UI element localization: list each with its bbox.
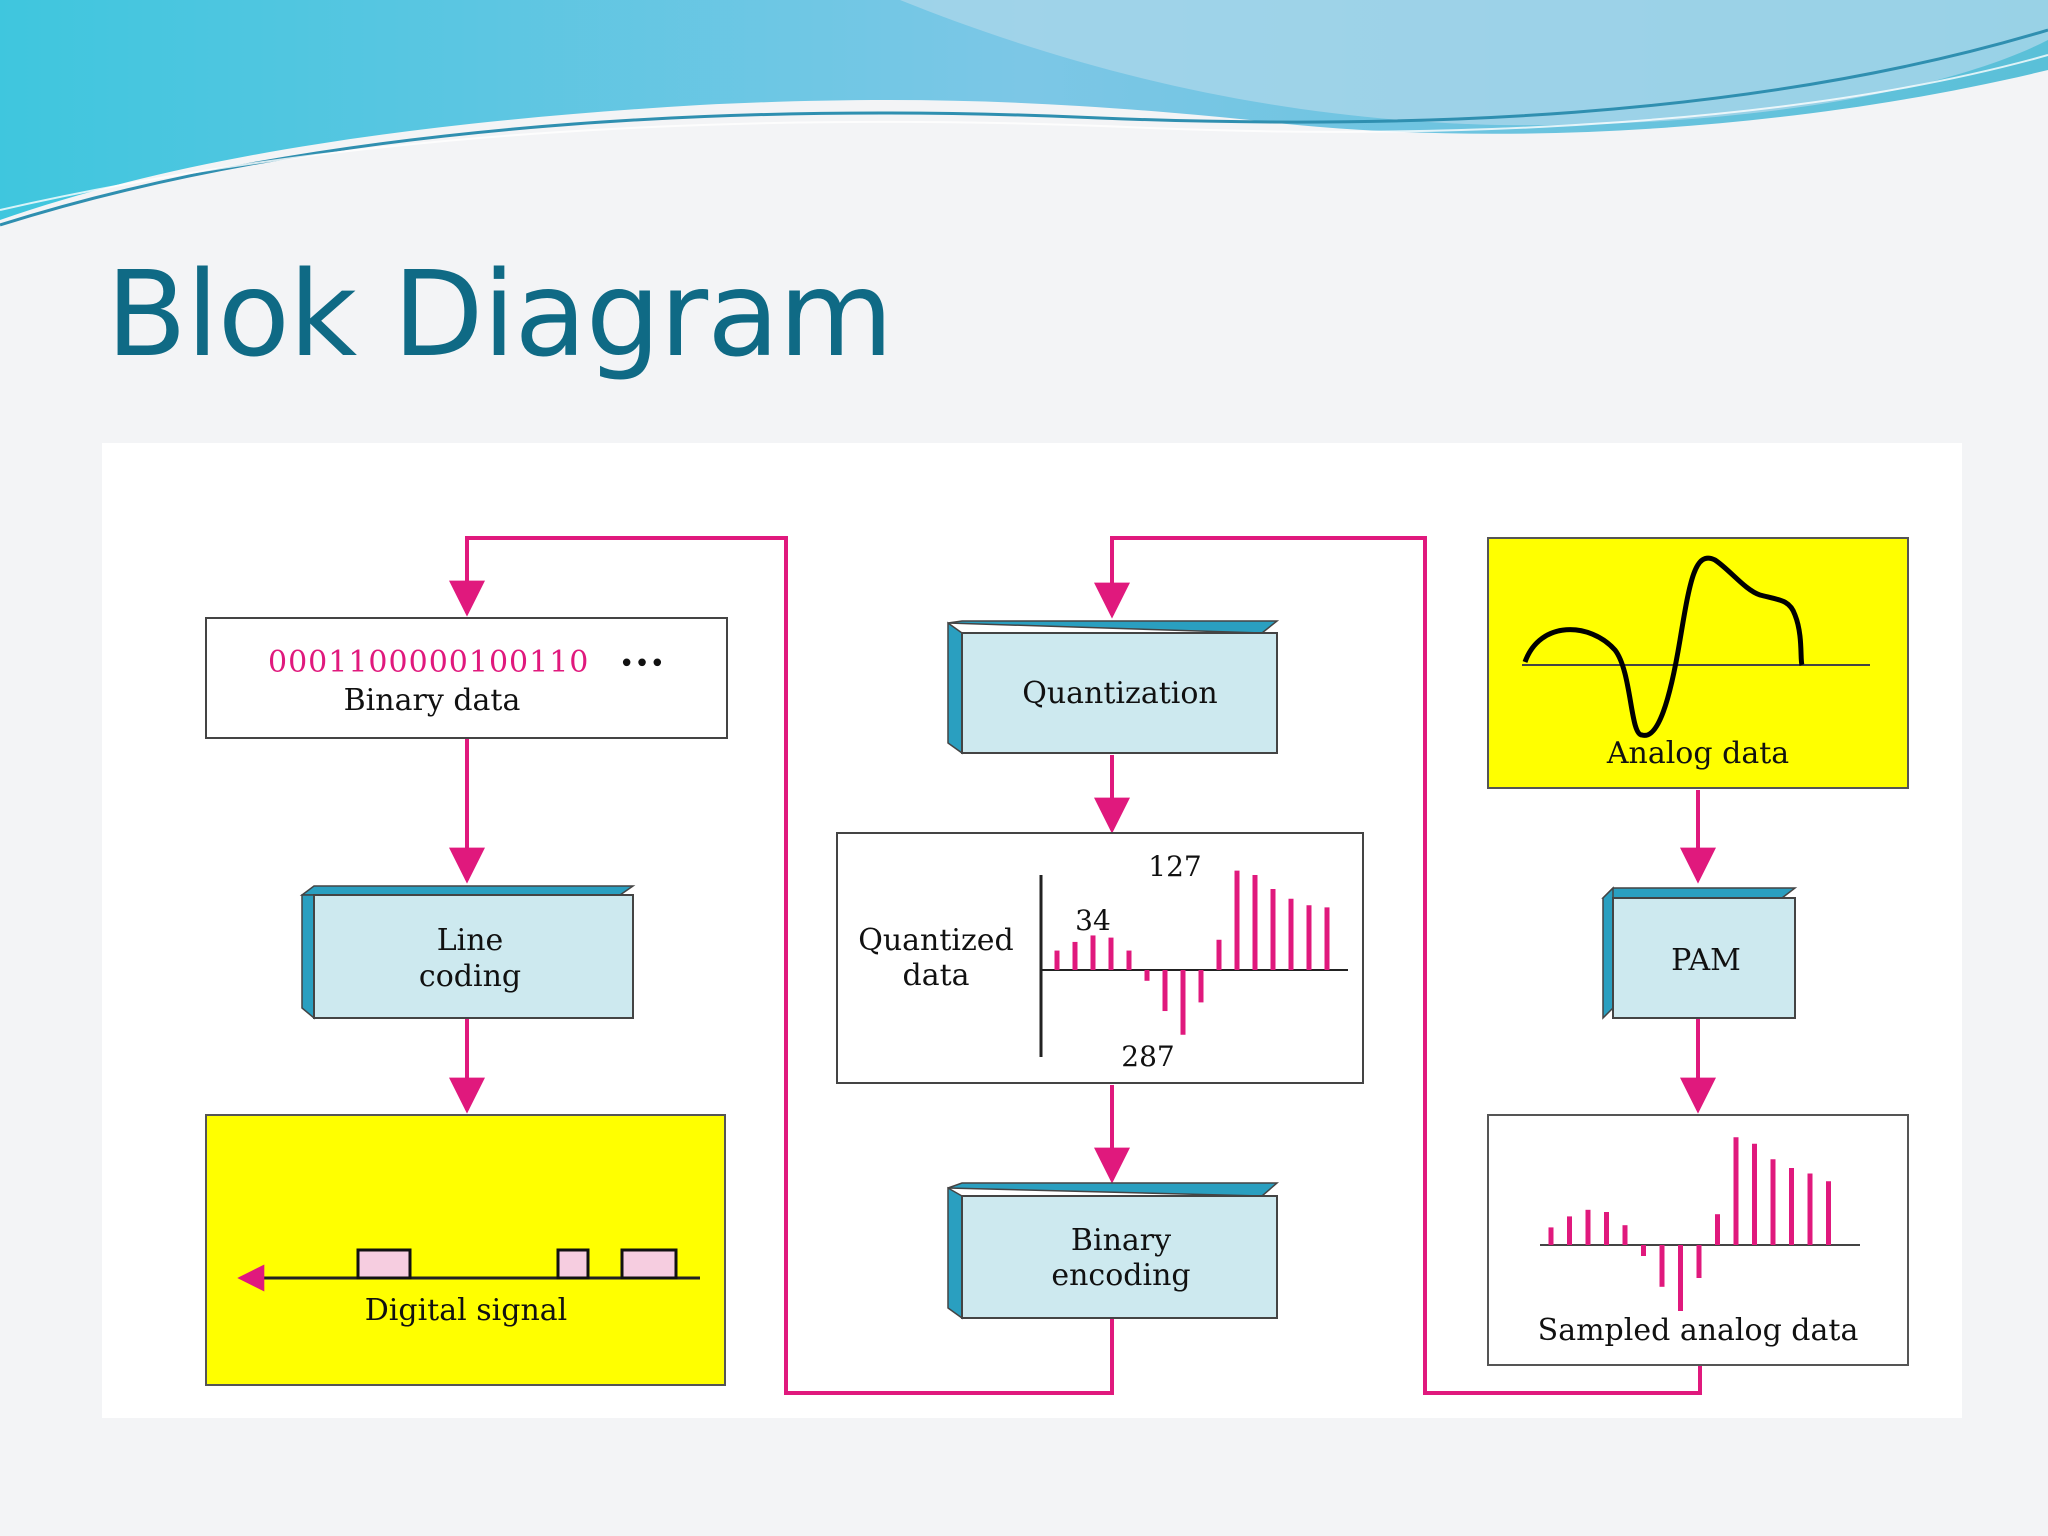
quantized-data-box: Quantized data 127 34 287 [836, 832, 1364, 1084]
arrow-encoding-to-binary-data [449, 536, 1114, 1395]
quantized-pulses [1054, 870, 1330, 1035]
flow-arrows [449, 536, 1716, 1395]
binary-data-ellipsis: ••• [619, 649, 665, 679]
quantization-label: Quantization [1022, 676, 1218, 711]
digital-pulse [556, 1248, 590, 1280]
arrow-sampled-to-quantization [1094, 536, 1702, 1395]
quantization-block: Quantization [947, 620, 1280, 755]
pam-label: PAM [1671, 943, 1741, 978]
digital-pulse [356, 1248, 412, 1280]
binary-data-box: 0001100000100110 ••• Binary data [205, 617, 728, 739]
binary-encoding-label-line2: encoding [1051, 1258, 1190, 1293]
analog-waveform [1522, 555, 1805, 738]
quantized-data-label-line2: data [902, 958, 969, 993]
sampled-pulses [1548, 1137, 1831, 1311]
digital-pulse [620, 1248, 678, 1280]
analog-data-label: Analog data [1606, 736, 1789, 771]
binary-data-bits: 0001100000100110 [268, 645, 589, 680]
quantized-value-low: 287 [1121, 1040, 1174, 1073]
binary-data-label: Binary data [344, 683, 521, 718]
slide-title: Blok Diagram [106, 245, 893, 383]
binary-encoding-label-line1: Binary [1071, 1223, 1171, 1258]
line-coding-block: Line coding [299, 885, 636, 1020]
line-coding-label-line1: Line [437, 923, 504, 958]
digital-signal-label: Digital signal [365, 1293, 568, 1328]
quantized-value-mid: 34 [1075, 904, 1111, 937]
header-wave-decoration [0, 0, 2048, 227]
sampled-analog-data-label: Sampled analog data [1538, 1313, 1859, 1348]
analog-data-box: Analog data [1487, 537, 1909, 789]
quantized-data-label-line1: Quantized [858, 923, 1014, 958]
quantized-value-high: 127 [1148, 850, 1201, 883]
sampled-analog-data-box: Sampled analog data [1487, 1114, 1909, 1366]
binary-encoding-block: Binary encoding [947, 1182, 1280, 1320]
pam-block: PAM [1601, 886, 1798, 1020]
line-coding-label-line2: coding [419, 959, 521, 994]
digital-signal-box: Digital signal [205, 1114, 726, 1386]
